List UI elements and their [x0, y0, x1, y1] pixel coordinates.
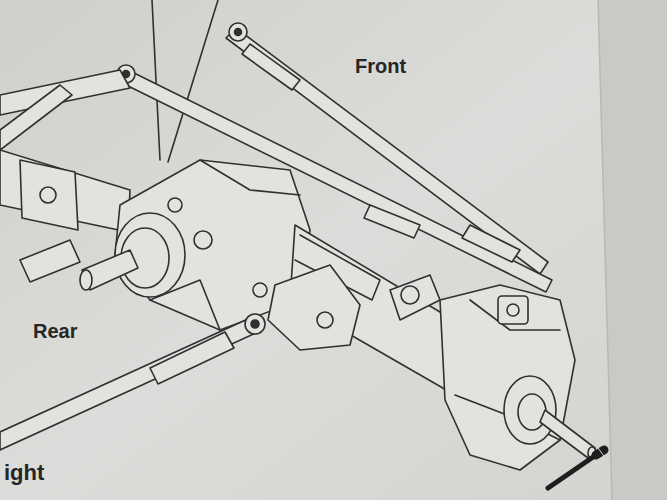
view-label: ight — [4, 462, 44, 484]
cover-bolt — [168, 198, 182, 212]
link-mount — [268, 265, 360, 350]
leader-line — [168, 0, 218, 162]
screw — [548, 448, 604, 488]
link-mount — [390, 275, 440, 320]
hub — [504, 376, 556, 444]
upper-link — [0, 85, 72, 150]
rod-end-body — [242, 44, 300, 90]
mount-bolt — [317, 312, 333, 328]
rod-end-body — [364, 205, 420, 238]
cover-bolt — [194, 231, 212, 249]
rod-end — [229, 23, 247, 41]
view-label: Front — [355, 56, 406, 76]
view-label: Rear — [33, 321, 77, 341]
rod-end-body — [462, 225, 520, 262]
page-edge — [598, 0, 667, 500]
axle-tube — [0, 150, 130, 232]
rod-end — [245, 314, 265, 334]
mount-bolt — [40, 187, 56, 203]
cover-bolt — [253, 283, 267, 297]
link-mount — [20, 240, 80, 282]
link-mount — [20, 160, 78, 230]
leader-line — [152, 0, 160, 160]
steering-knuckle — [440, 285, 575, 470]
lower-link — [0, 318, 258, 450]
axle-stub — [540, 410, 595, 458]
knuckle-arm — [498, 296, 528, 324]
rod-end-body — [150, 332, 234, 384]
